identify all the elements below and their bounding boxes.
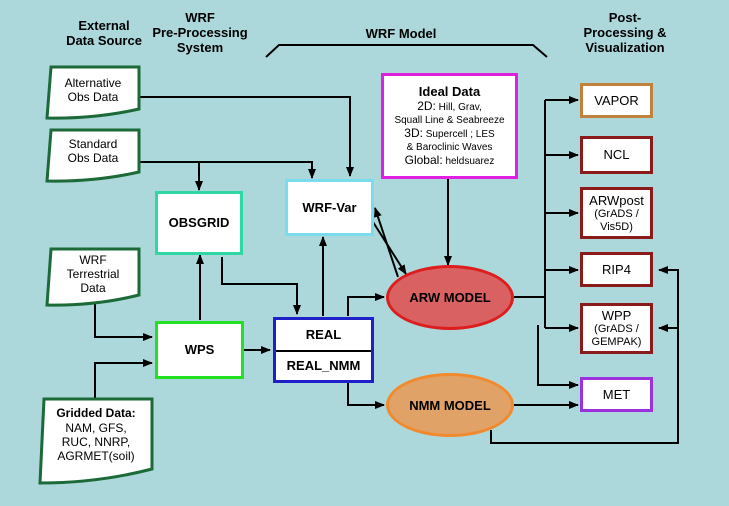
ideal-data-box: Ideal Data 2D: Hill, Grav, Squall Line &… bbox=[381, 73, 518, 179]
header-external-data-source: External Data Source bbox=[66, 18, 142, 48]
vapor-box: VAPOR bbox=[580, 83, 653, 118]
document-shape-icon bbox=[38, 397, 154, 485]
ideal-2d-line: 2D: Hill, Grav, bbox=[417, 100, 482, 114]
header-post-processing: Post- Processing & Visualization bbox=[583, 10, 667, 55]
header-pre-processing: WRF Pre-Processing System bbox=[152, 10, 248, 55]
ideal-2d-text: Hill, Grav, bbox=[438, 102, 482, 113]
rip4-box: RIP4 bbox=[580, 252, 653, 287]
arw-model-ellipse: ARW MODEL bbox=[386, 265, 514, 330]
wrf-var-box: WRF-Var bbox=[285, 179, 374, 236]
real-label: REAL bbox=[276, 320, 371, 352]
gridded-title: Gridded Data: bbox=[56, 406, 136, 420]
ideal-global-label: Global: bbox=[404, 153, 443, 167]
wpp-title: WPP bbox=[601, 308, 632, 323]
wps-box: WPS bbox=[155, 321, 244, 379]
standard-obs-label: Standard Obs Data bbox=[67, 137, 119, 165]
ideal-2d-label: 2D: bbox=[417, 99, 436, 113]
gridded-body: NAM, GFS, RUC, NNRP, AGRMET(soil) bbox=[57, 421, 135, 463]
ideal-squall-line: Squall Line & Seabreeze bbox=[394, 115, 505, 126]
arwpost-subtitle: (GrADS / Vis5D) bbox=[594, 207, 639, 233]
wpp-box: WPP (GrADS / GEMPAK) bbox=[580, 303, 653, 354]
ideal-3d-text: Supercell ; LES bbox=[425, 129, 495, 140]
header-wrf-model: WRF Model bbox=[365, 26, 437, 41]
ncl-box: NCL bbox=[580, 136, 653, 174]
ideal-baroclinic-line: & Baroclinic Waves bbox=[406, 142, 493, 153]
arwpost-title: ARWpost bbox=[589, 192, 644, 208]
real-box: REAL REAL_NMM bbox=[273, 317, 374, 383]
document-shape-icon bbox=[45, 128, 141, 183]
met-box: MET bbox=[580, 377, 653, 412]
terrestrial-label: WRF Terrestrial Data bbox=[66, 253, 120, 295]
nmm-model-ellipse: NMM MODEL bbox=[386, 373, 514, 437]
ideal-global-text: heldsuarez bbox=[445, 156, 495, 167]
real-nmm-label: REAL_NMM bbox=[286, 358, 361, 373]
document-shape-icon bbox=[45, 247, 141, 307]
standard-obs-data-source: Standard Obs Data bbox=[45, 128, 141, 183]
alt-obs-data-source: Alternative Obs Data bbox=[45, 65, 141, 120]
ideal-3d-label: 3D: bbox=[404, 126, 423, 140]
gridded-data-source: Gridded Data: NAM, GFS, RUC, NNRP, AGRME… bbox=[38, 397, 154, 485]
ideal-title: Ideal Data bbox=[418, 84, 481, 99]
wpp-subtitle: (GrADS / GEMPAK) bbox=[591, 323, 642, 348]
alt-obs-label: Alternative Obs Data bbox=[64, 76, 122, 104]
ideal-3d-line: 3D: Supercell ; LES bbox=[404, 127, 494, 141]
obsgrid-box: OBSGRID bbox=[155, 191, 243, 255]
ideal-global-line: Global: heldsuarez bbox=[405, 154, 495, 168]
arwpost-box: ARWpost (GrADS / Vis5D) bbox=[580, 187, 653, 239]
terrestrial-data-source: WRF Terrestrial Data bbox=[45, 247, 141, 307]
document-shape-icon bbox=[45, 65, 141, 120]
